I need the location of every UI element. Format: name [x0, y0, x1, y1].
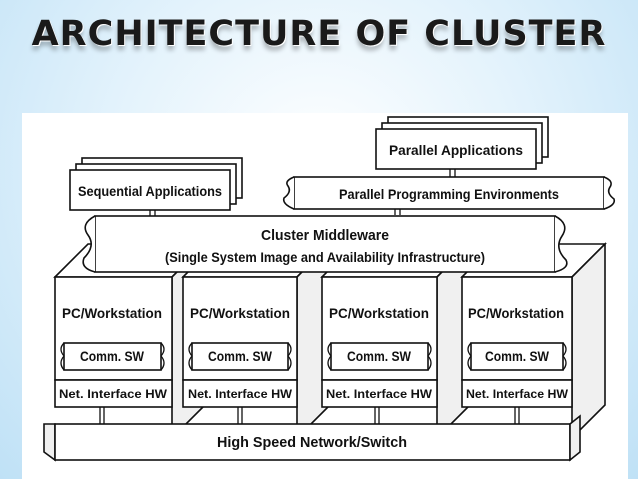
network-links — [99, 407, 520, 424]
connector-lines — [149, 169, 456, 216]
node-box-2 — [181, 242, 332, 440]
middleware-title: Cluster Middleware — [261, 227, 389, 244]
node-label: PC/Workstation — [329, 305, 429, 321]
sequential-applications-label: Sequential Applications — [78, 183, 222, 199]
node-label: PC/Workstation — [190, 305, 290, 321]
comm-sw-curls — [60, 342, 567, 371]
cluster-middleware-banner — [82, 215, 568, 273]
net-interface-label: Net. Interface HW — [466, 387, 569, 401]
parallel-applications-stack — [375, 116, 549, 170]
network-switch-bar — [43, 414, 581, 462]
node-box-3 — [320, 242, 472, 440]
net-interface-label: Net. Interface HW — [326, 387, 433, 401]
node-box-4 — [460, 242, 607, 440]
comm-sw-label: Comm. SW — [80, 348, 145, 364]
middleware-subtitle: (Single System Image and Availability In… — [165, 249, 485, 265]
node-label: PC/Workstation — [62, 305, 162, 321]
node-label: PC/Workstation — [468, 305, 564, 321]
network-switch-label: High Speed Network/Switch — [217, 434, 407, 451]
comm-sw-label: Comm. SW — [485, 348, 550, 364]
net-interface-label: Net. Interface HW — [188, 387, 293, 401]
comm-sw-label: Comm. SW — [347, 348, 412, 364]
parallel-programming-environments-banner — [282, 176, 616, 210]
slide-title: ARCHITECTURE OF CLUSTER — [31, 14, 607, 54]
net-interface-label: Net. Interface HW — [59, 387, 168, 401]
parallel-applications-label: Parallel Applications — [389, 142, 523, 158]
parallel-programming-environments-label: Parallel Programming Environments — [339, 186, 559, 202]
comm-sw-label: Comm. SW — [208, 348, 273, 364]
sequential-applications-stack — [69, 157, 243, 211]
